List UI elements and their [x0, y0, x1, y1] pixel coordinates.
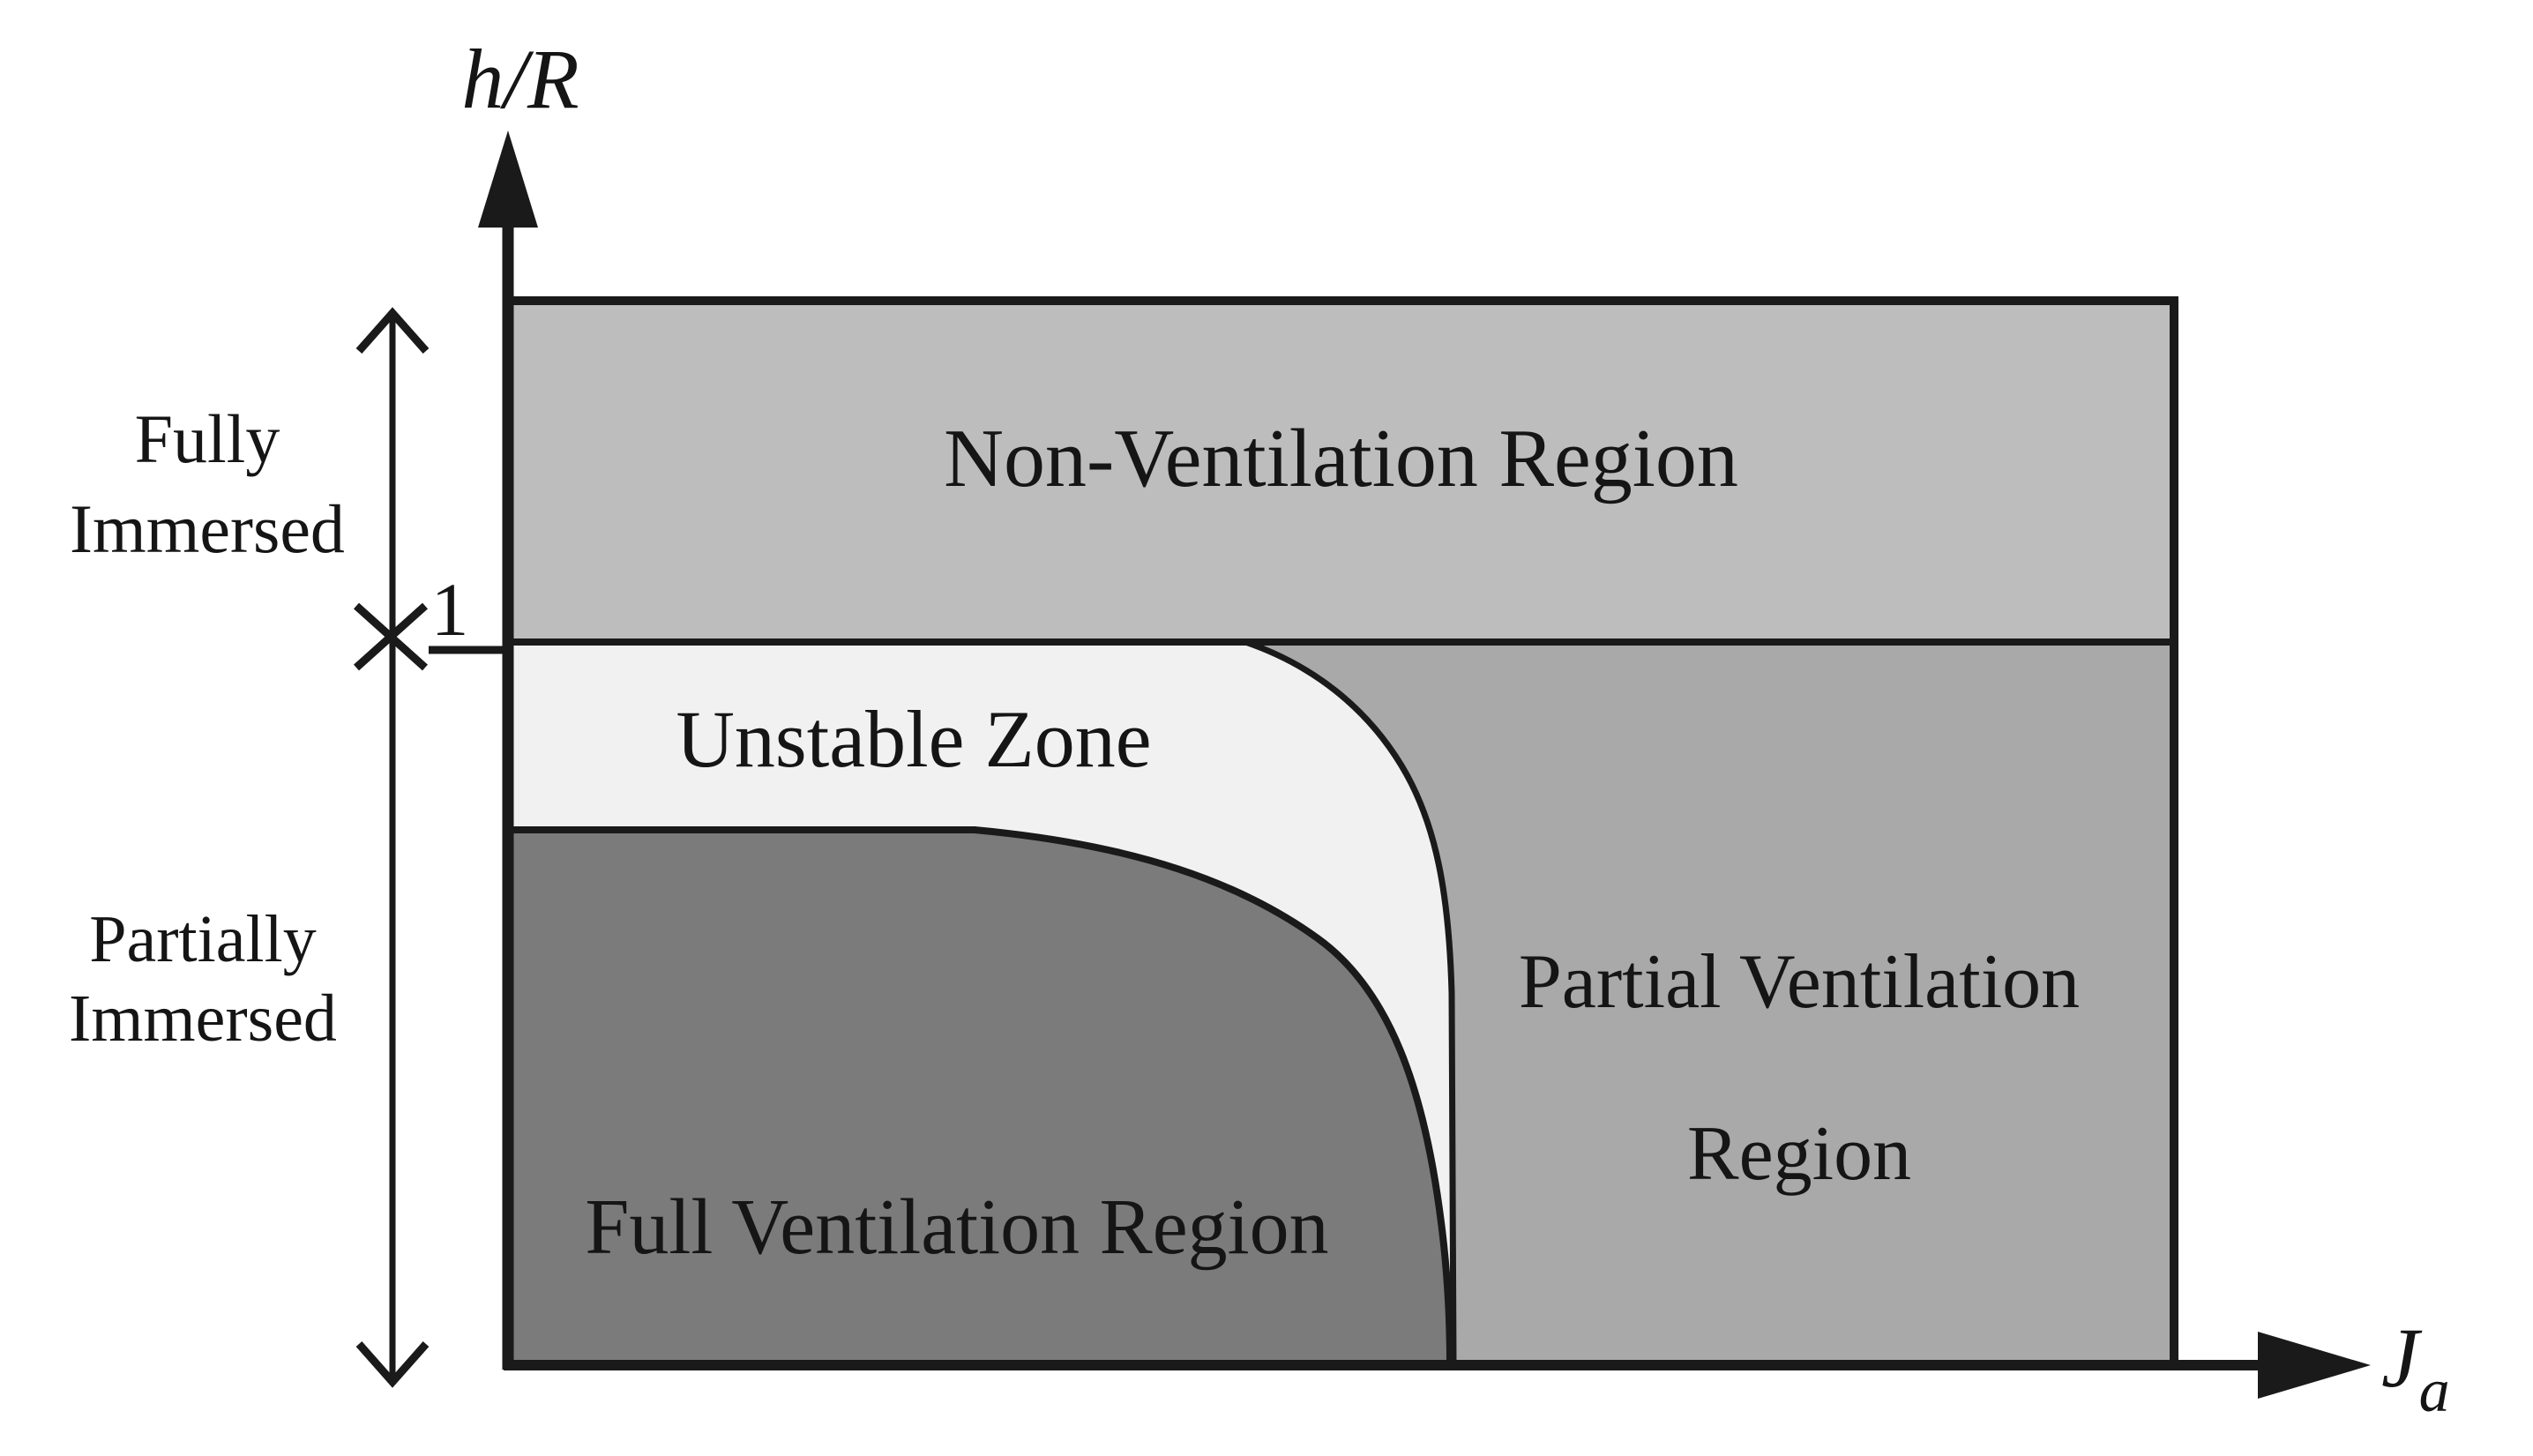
- unstable-partial-boundary-curve: [1244, 638, 1457, 1366]
- fully-immersed-line1: Fully: [134, 400, 280, 477]
- partially-immersed-line2: Immersed: [69, 982, 337, 1056]
- partially-immersed-line1: Partially: [89, 902, 317, 976]
- arrow-down-chevron-icon: [355, 1341, 430, 1388]
- non-ventilation-region-label: Non-Ventilation Region: [944, 413, 1738, 504]
- tick-label-1: 1: [430, 567, 469, 652]
- x-axis-label-sub: a: [2418, 1357, 2450, 1425]
- y-axis-label: h/R: [461, 32, 579, 126]
- arrow-up-chevron-icon: [355, 307, 430, 354]
- partial-ventilation-line1: Partial Ventilation: [1518, 939, 2081, 1025]
- fully-immersed-label: Fully Immersed: [35, 394, 379, 574]
- x-axis-label: Ja: [2381, 1316, 2522, 1422]
- non-ventilation-region-fill: [508, 301, 2174, 642]
- full-ventilation-region-label: Full Ventilation Region: [585, 1183, 1329, 1271]
- fully-immersed-line2: Immersed: [70, 490, 345, 567]
- x-axis-arrowhead-icon: [2258, 1332, 2371, 1399]
- full-ventilation-region-fill: [508, 830, 1450, 1365]
- partial-ventilation-region-label: Partial Ventilation Region: [1420, 896, 2178, 1240]
- x-axis-label-main: J: [2381, 1310, 2419, 1405]
- partially-immersed-label: Partially Immersed: [31, 900, 375, 1058]
- unstable-zone-label: Unstable Zone: [676, 694, 1152, 784]
- x-marker-icon: [353, 602, 429, 671]
- full-ventilation-boundary-curve: [508, 826, 1453, 1366]
- y-axis-arrowhead-icon: [478, 131, 538, 228]
- partial-ventilation-line2: Region: [1686, 1111, 1912, 1197]
